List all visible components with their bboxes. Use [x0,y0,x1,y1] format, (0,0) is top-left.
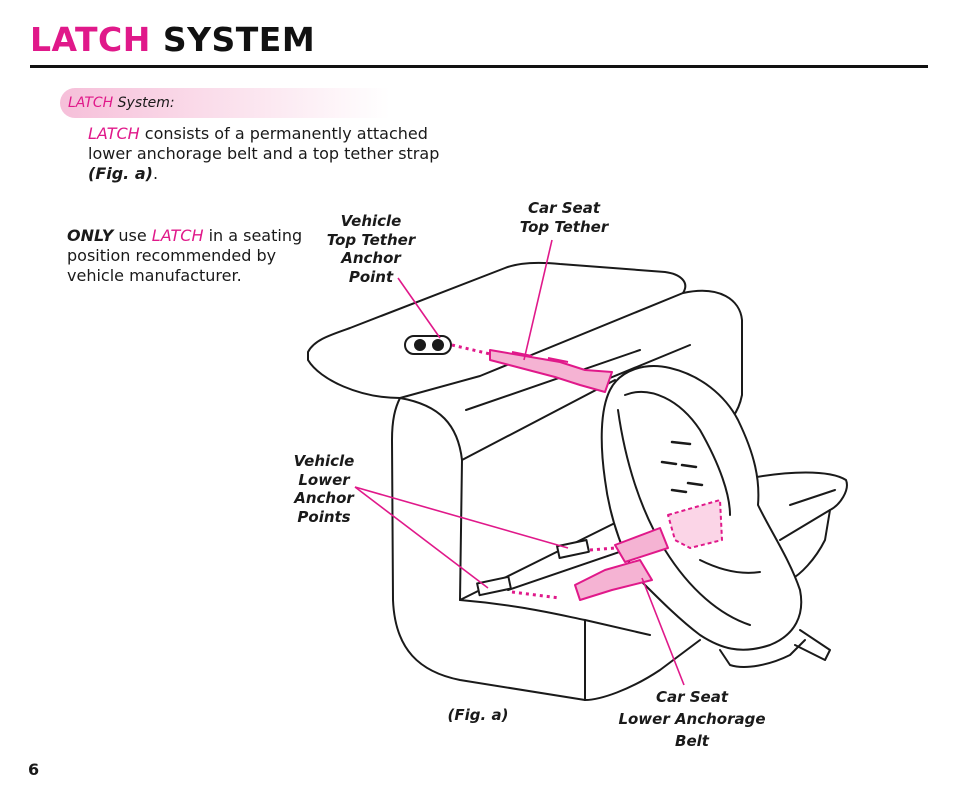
label-line: Top Tether [326,230,416,249]
note-use: use [118,226,147,245]
figure-caption: (Fig. a) [447,706,509,724]
leader-lower-belt [641,577,685,686]
label-vehicle-lower-anchor: Vehicle Lower Anchor Points [288,452,360,526]
lower-strap-upper [614,527,669,563]
label-line: Car Seat [527,199,601,217]
top-tether-strap [489,349,613,393]
label-line: Car Seat [655,688,729,706]
lower-anchor-upper [556,539,590,559]
page-title-rest: SYSTEM [162,20,316,59]
intro-paragraph: LATCH consists of a permanently attached… [88,124,468,184]
leader-lower-1 [354,486,569,549]
label-line: Points [297,507,351,526]
label-line: Lower Anchorage [618,710,766,728]
label-line: Top Tether [519,217,609,236]
intro-fig-ref: (Fig. a) [88,164,153,183]
leader-lower-2 [354,486,489,589]
page-title: LATCH SYSTEM [30,20,315,59]
note-text: in a seating position recommended by veh… [67,226,303,285]
note-accent: LATCH [151,226,204,245]
usage-note: ONLY use LATCH in a seating position rec… [67,226,327,286]
intro-text: consists of a permanently attached lower… [88,124,440,163]
label-car-seat-lower-belt: Car Seat Lower Anchorage Belt [612,686,772,752]
top-tether-anchor [404,335,452,355]
label-line: Anchor [294,489,354,507]
leader-top-anchor [397,277,441,339]
intro-accent: LATCH [88,124,140,143]
section-heading: LATCH System: [60,88,390,118]
label-car-seat-top-tether: Car Seat Top Tether [518,199,610,236]
lower-strap-lower [574,559,653,601]
section-heading-text: System: [117,95,175,111]
label-line: Point [348,267,394,286]
page-number: 6 [28,760,40,779]
label-vehicle-top-tether: Vehicle Top Tether Anchor Point [326,212,416,286]
note-only: ONLY [67,226,114,245]
label-line: Belt [675,732,709,750]
label-line: Lower [298,470,350,489]
leader-top-tether [523,239,553,361]
label-line: Vehicle [293,452,355,470]
label-line: Anchor [341,249,401,267]
seat-back-top [307,261,687,399]
section-heading-accent: LATCH [68,95,114,111]
page-title-accent: LATCH [30,20,151,59]
title-rule [30,65,928,68]
lower-anchor-lower [476,575,512,597]
label-line: Vehicle [340,212,402,230]
intro-end: . [152,164,159,183]
